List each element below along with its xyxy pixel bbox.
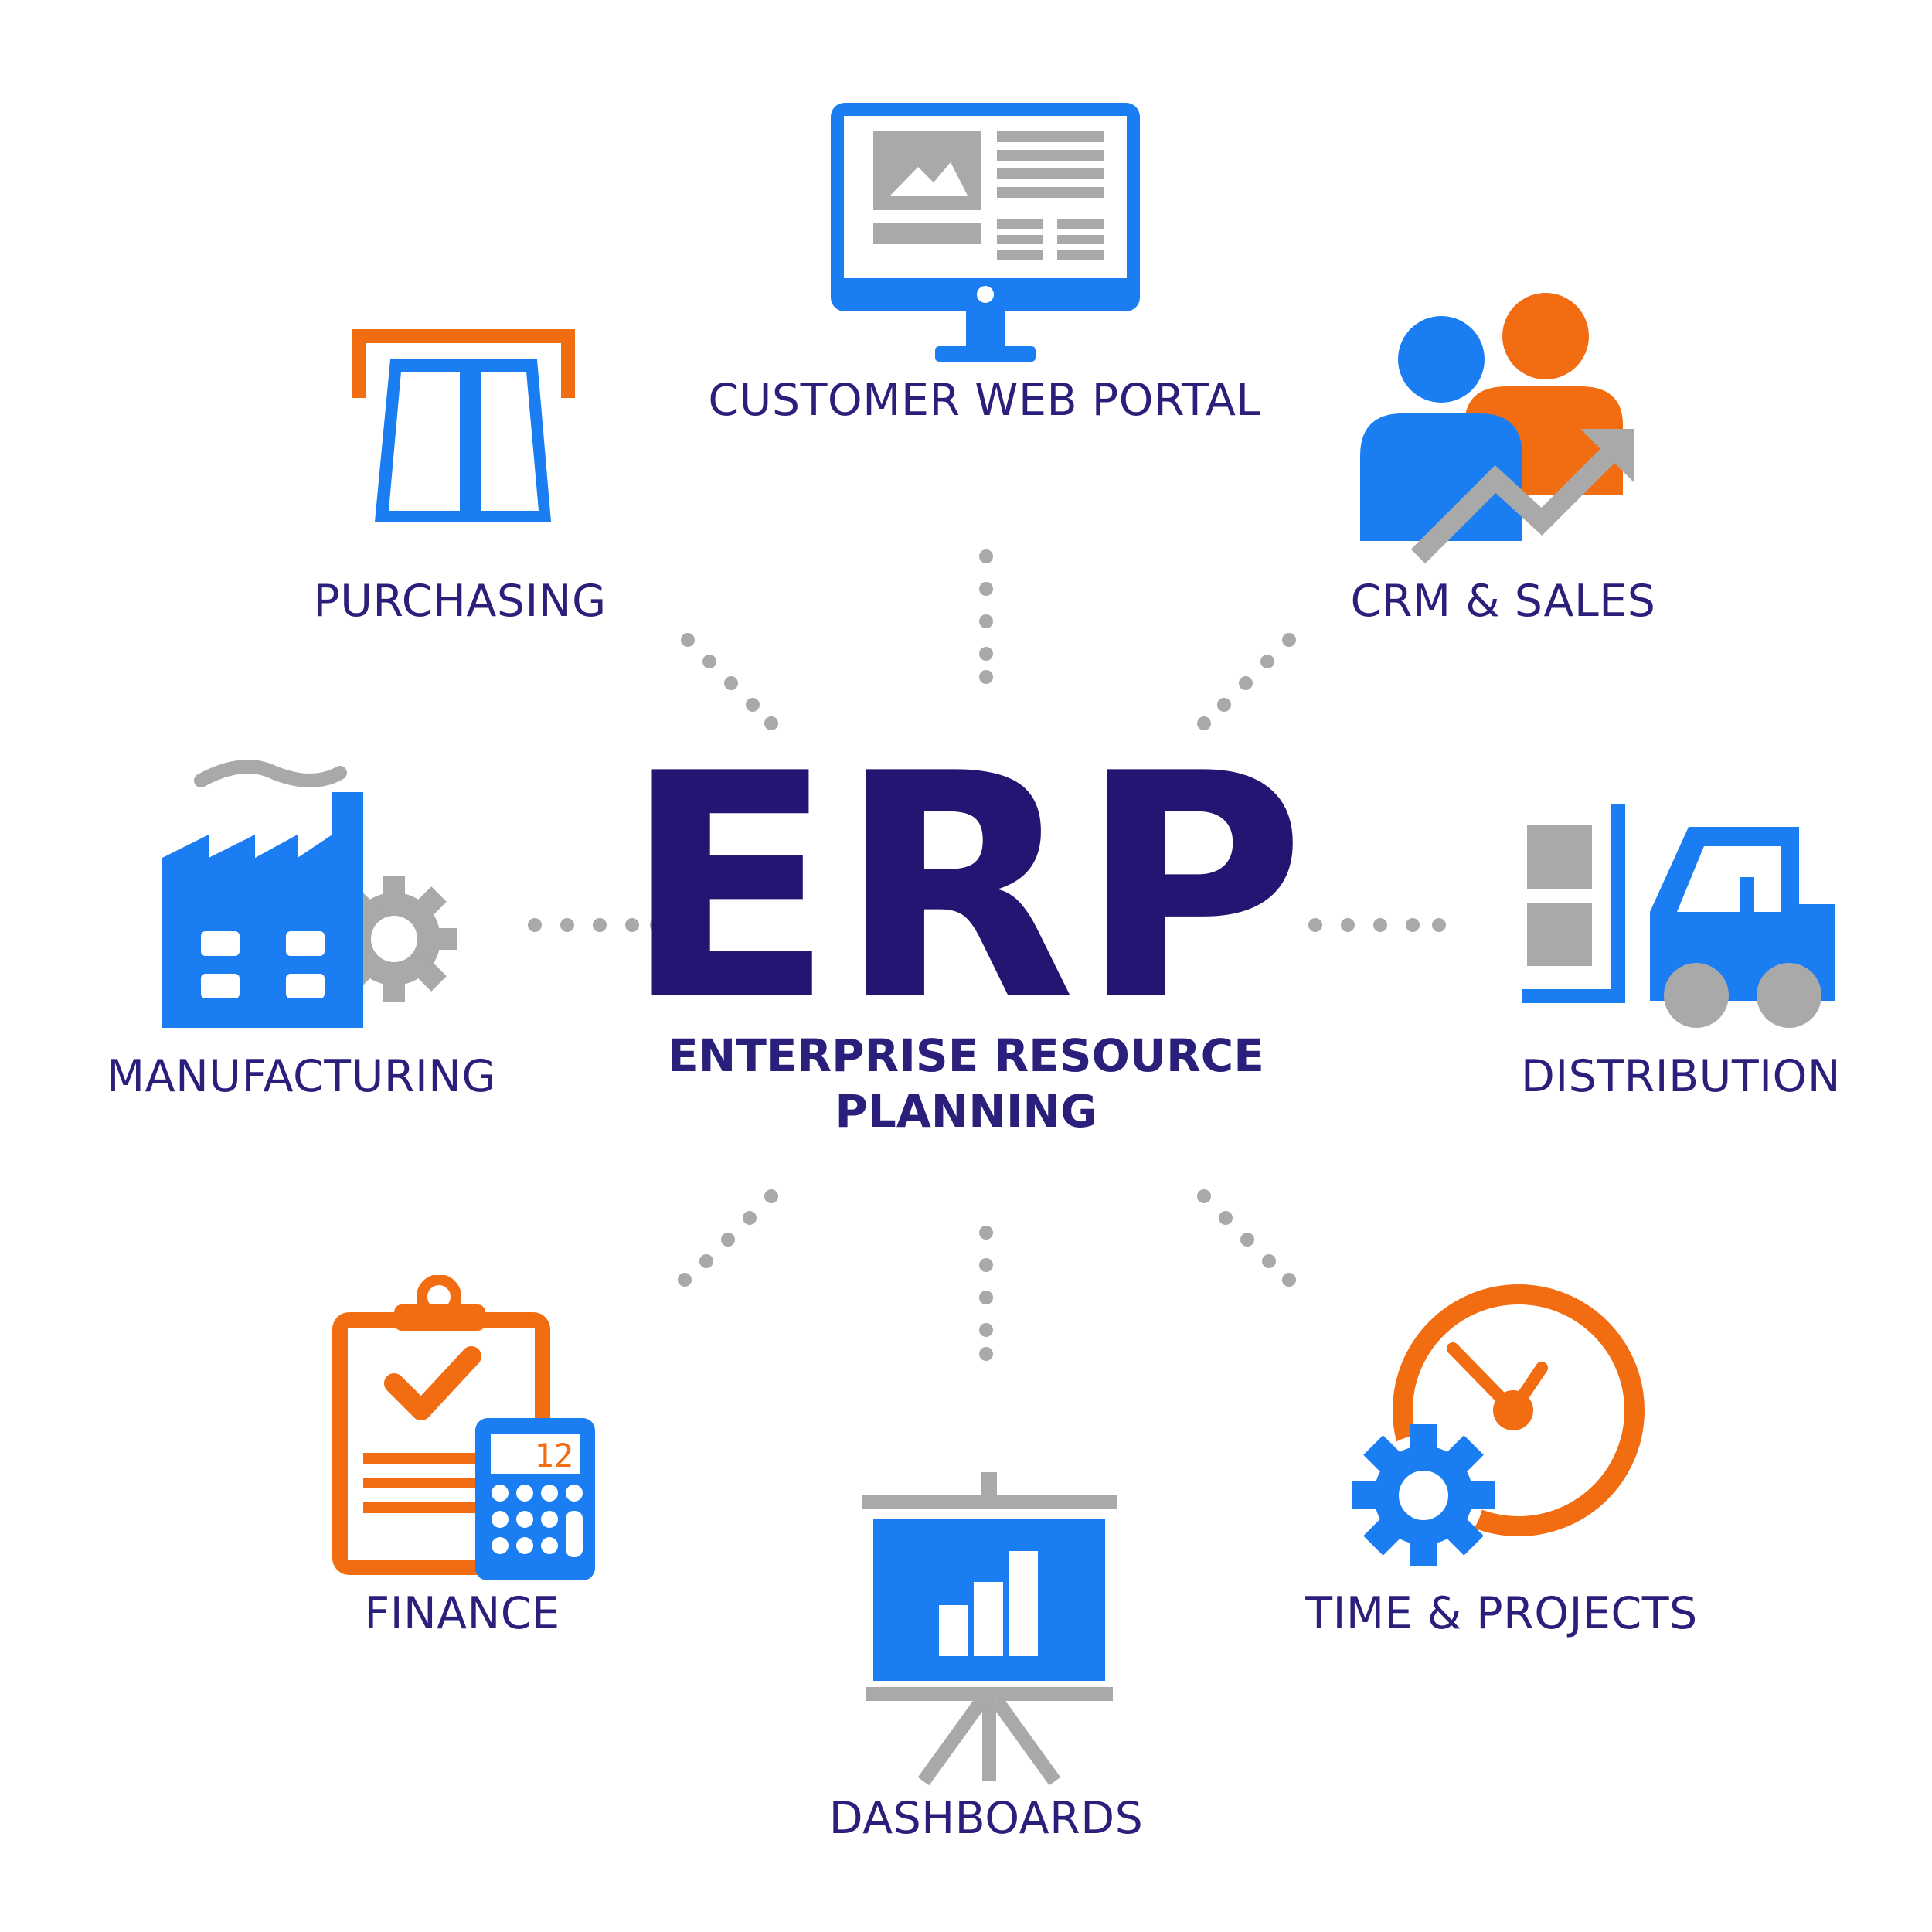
label-manufacturing: MANUFACTURING [106, 1051, 497, 1102]
label-customer-web-portal: CUSTOMER WEB PORTAL [708, 375, 1261, 426]
clock-gear-icon [1352, 1284, 1645, 1566]
label-distribution: DISTRIBUTION [1520, 1051, 1842, 1102]
presentation-board-icon [862, 1472, 1117, 1786]
forklift-icon [1522, 804, 1835, 1028]
erp-subtitle: ENTERPRISE RESOURCE PLANNING [668, 1028, 1264, 1139]
label-dashboards: DASHBOARDS [828, 1793, 1144, 1844]
monitor-icon [831, 103, 1140, 362]
erp-subtitle-line2: PLANNING [835, 1085, 1097, 1138]
clipboard-calculator-icon: 12 [332, 1275, 595, 1580]
calculator-display: 12 [534, 1437, 573, 1475]
label-time-projects: TIME & PROJECTS [1305, 1588, 1698, 1639]
label-purchasing: PURCHASING [313, 576, 607, 627]
label-finance: FINANCE [364, 1588, 560, 1639]
card-slot-icon [352, 329, 575, 522]
people-growth-icon [1360, 293, 1634, 564]
erp-subtitle-line1: ENTERPRISE RESOURCE [668, 1029, 1264, 1082]
factory-icon [162, 760, 457, 1028]
erp-title: ERP [623, 709, 1309, 1068]
label-crm-sales: CRM & SALES [1350, 576, 1656, 627]
